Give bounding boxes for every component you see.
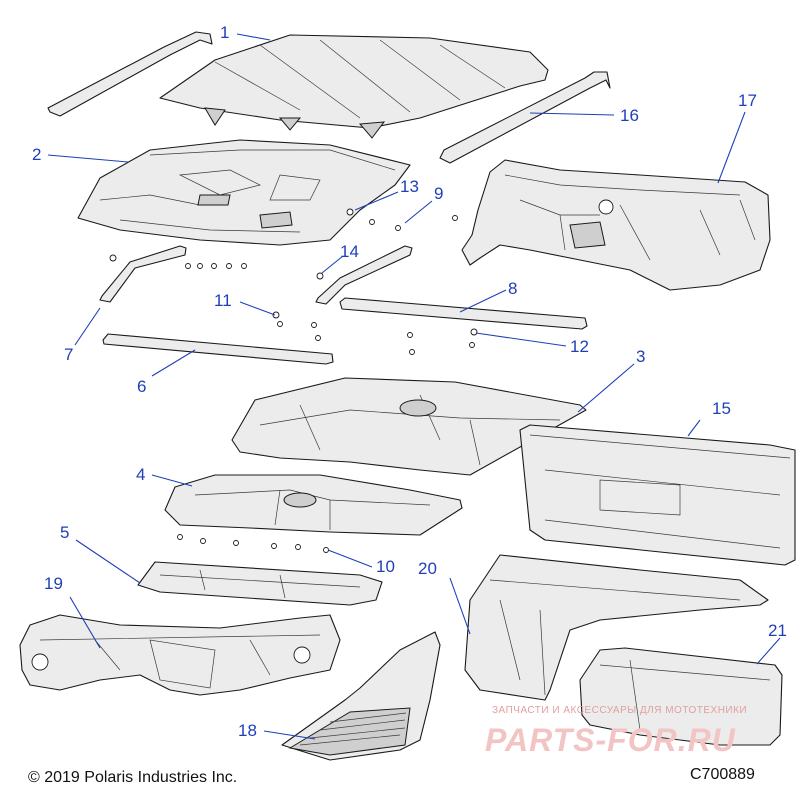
part-19-front-dash — [19, 614, 341, 696]
callout-9: 9 — [434, 184, 444, 203]
callout-11: 11 — [214, 291, 232, 310]
part-15-rear-panel — [519, 424, 796, 566]
part-14-rail-right — [315, 245, 413, 305]
callout-5: 5 — [60, 523, 70, 542]
callout-4: 4 — [136, 465, 146, 484]
part-7-rail-left — [99, 245, 187, 303]
part-4-panel — [164, 474, 463, 536]
part-5-panel — [137, 561, 383, 606]
diagram-code: C700889 — [690, 766, 755, 783]
part-16-seal-left — [47, 31, 213, 117]
callout-3: 3 — [636, 347, 646, 366]
callout-17: 17 — [738, 91, 757, 110]
callout-7: 7 — [64, 345, 74, 364]
copyright-text: © 2019 Polaris Industries Inc. — [28, 769, 238, 786]
callout-19: 19 — [44, 574, 63, 593]
callout-15: 15 — [712, 399, 731, 418]
callout-18: 18 — [238, 721, 257, 740]
part-6-strip — [102, 333, 334, 365]
callout-21: 21 — [768, 621, 787, 640]
callout-13: 13 — [400, 177, 419, 196]
watermark-tagline: ЗАПЧАСТИ И АКСЕССУАРЫ ДЛЯ МОТОТЕХНИКИ — [492, 705, 748, 716]
part-1-roof — [159, 34, 549, 139]
callout-1: 1 — [220, 23, 230, 42]
part-21-corner-panel — [579, 647, 783, 746]
part-20-side-panel — [464, 554, 769, 701]
part-10-hardware — [177, 534, 329, 553]
callout-6: 6 — [137, 377, 147, 396]
part-8-bar — [339, 297, 588, 330]
callout-10: 10 — [376, 557, 395, 576]
callout-14: 14 — [340, 242, 359, 261]
callout-12: 12 — [570, 337, 589, 356]
part-17-dash-panel — [461, 159, 771, 291]
hardware-fasteners — [109, 208, 478, 355]
callout-8: 8 — [508, 279, 518, 298]
leader-lines — [47, 33, 781, 740]
watermark-brand: PARTS-FOR.RU — [485, 722, 736, 758]
part-16-seal-right — [439, 71, 611, 164]
callout-20: 20 — [418, 559, 437, 578]
callout-2: 2 — [32, 145, 42, 164]
callout-16: 16 — [620, 106, 639, 125]
part-18-floor-tray — [281, 631, 441, 761]
part-2-headliner — [77, 139, 411, 246]
